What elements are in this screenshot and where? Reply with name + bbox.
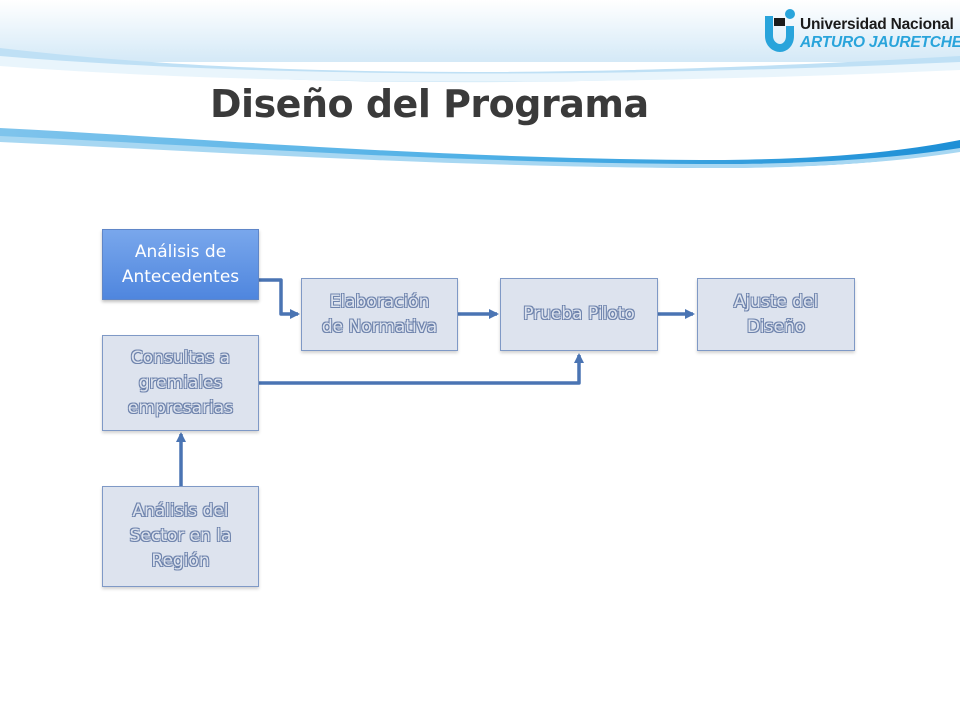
- node-label-line: empresarias: [127, 397, 234, 418]
- node-label-line: Región: [151, 551, 210, 571]
- header-wave-band: [0, 0, 960, 168]
- university-logo: Universidad Nacional ARTURO JAURETCHE: [758, 6, 960, 56]
- node-label-line: de Normativa: [321, 316, 438, 337]
- node-label-line: Prueba Piloto: [523, 304, 635, 324]
- node-consultas-gremiales: Consultas a gremiales empresarias: [102, 335, 259, 431]
- node-elaboracion-normativa: Elaboración de Normativa: [301, 278, 458, 351]
- arrow-antecedentes-to-normativa: [259, 278, 300, 319]
- node-label-line: Antecedentes: [121, 266, 240, 287]
- logo-text-university: Universidad Nacional: [800, 16, 954, 33]
- page-title: Diseño del Programa: [210, 82, 649, 126]
- university-logo-icon: [765, 9, 795, 52]
- node-label-line: Consultas a: [130, 347, 231, 368]
- node-prueba-piloto: Prueba Piloto: [500, 278, 658, 351]
- node-label-line: Análisis del: [132, 501, 229, 521]
- node-label-line: gremiales: [138, 372, 223, 393]
- node-analisis-antecedentes: Análisis de Antecedentes: [102, 229, 259, 300]
- node-label-line: Sector en la: [129, 526, 232, 546]
- node-label-line: Elaboración: [329, 291, 430, 312]
- arrow-consultas-to-piloto: [259, 353, 584, 385]
- logo-text-name: ARTURO JAURETCHE: [800, 34, 960, 51]
- node-label-line: Análisis de: [134, 241, 227, 262]
- node-label-line: Ajuste del: [733, 291, 819, 312]
- node-analisis-sector: Análisis del Sector en la Región: [102, 486, 259, 587]
- node-ajuste-diseno: Ajuste del Diseño: [697, 278, 855, 351]
- node-label-line: Diseño: [746, 316, 806, 337]
